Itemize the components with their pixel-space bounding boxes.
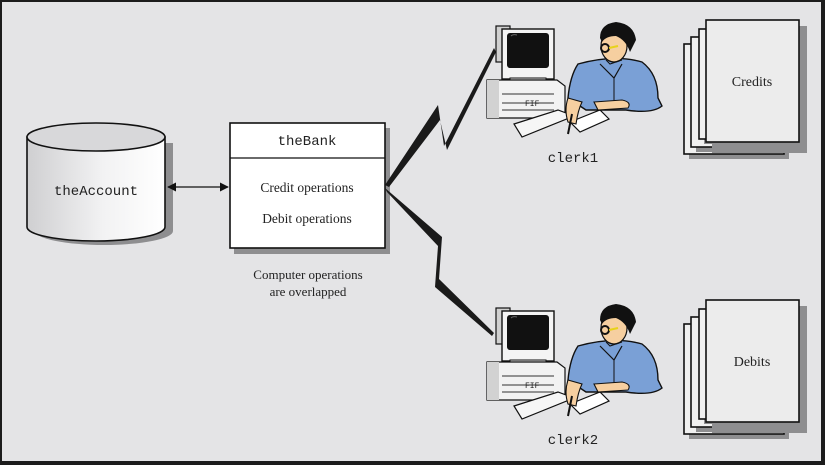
bank-box bbox=[229, 122, 386, 249]
bank-credit-operations: Credit operations bbox=[260, 180, 353, 195]
debits-page-stack bbox=[683, 299, 807, 439]
computer-monitor-icon bbox=[495, 25, 555, 84]
lightning-bolt-clerk2 bbox=[385, 188, 494, 336]
account-database-cylinder bbox=[26, 122, 173, 245]
clerk-person-icon bbox=[565, 22, 663, 135]
account-label: theAccount bbox=[54, 184, 138, 200]
clerk2-label: clerk2 bbox=[548, 433, 598, 449]
desk-paper bbox=[568, 109, 611, 133]
bank-debit-operations: Debit operations bbox=[262, 211, 352, 226]
credits-page-1 bbox=[705, 19, 807, 153]
clerk1-label: clerk1 bbox=[548, 151, 598, 167]
svg-text:FIF: FIF bbox=[525, 100, 540, 109]
bank-title: theBank bbox=[278, 134, 337, 150]
bank-caption-line1: Computer operations bbox=[253, 267, 362, 282]
credits-page-stack bbox=[683, 19, 807, 159]
clerk1-workstation: FIF bbox=[486, 22, 663, 138]
debits-label: Debits bbox=[734, 355, 771, 370]
computer-case-icon: FIF bbox=[486, 79, 566, 119]
debits-page-1 bbox=[705, 299, 807, 433]
diagram-canvas: theAccount theBank Credit operations Deb… bbox=[2, 2, 821, 461]
bank-caption-line2: are overlapped bbox=[270, 284, 347, 299]
credits-label: Credits bbox=[732, 75, 772, 90]
clerk2-workstation bbox=[486, 303, 663, 420]
lightning-bolt-clerk1 bbox=[385, 48, 496, 187]
